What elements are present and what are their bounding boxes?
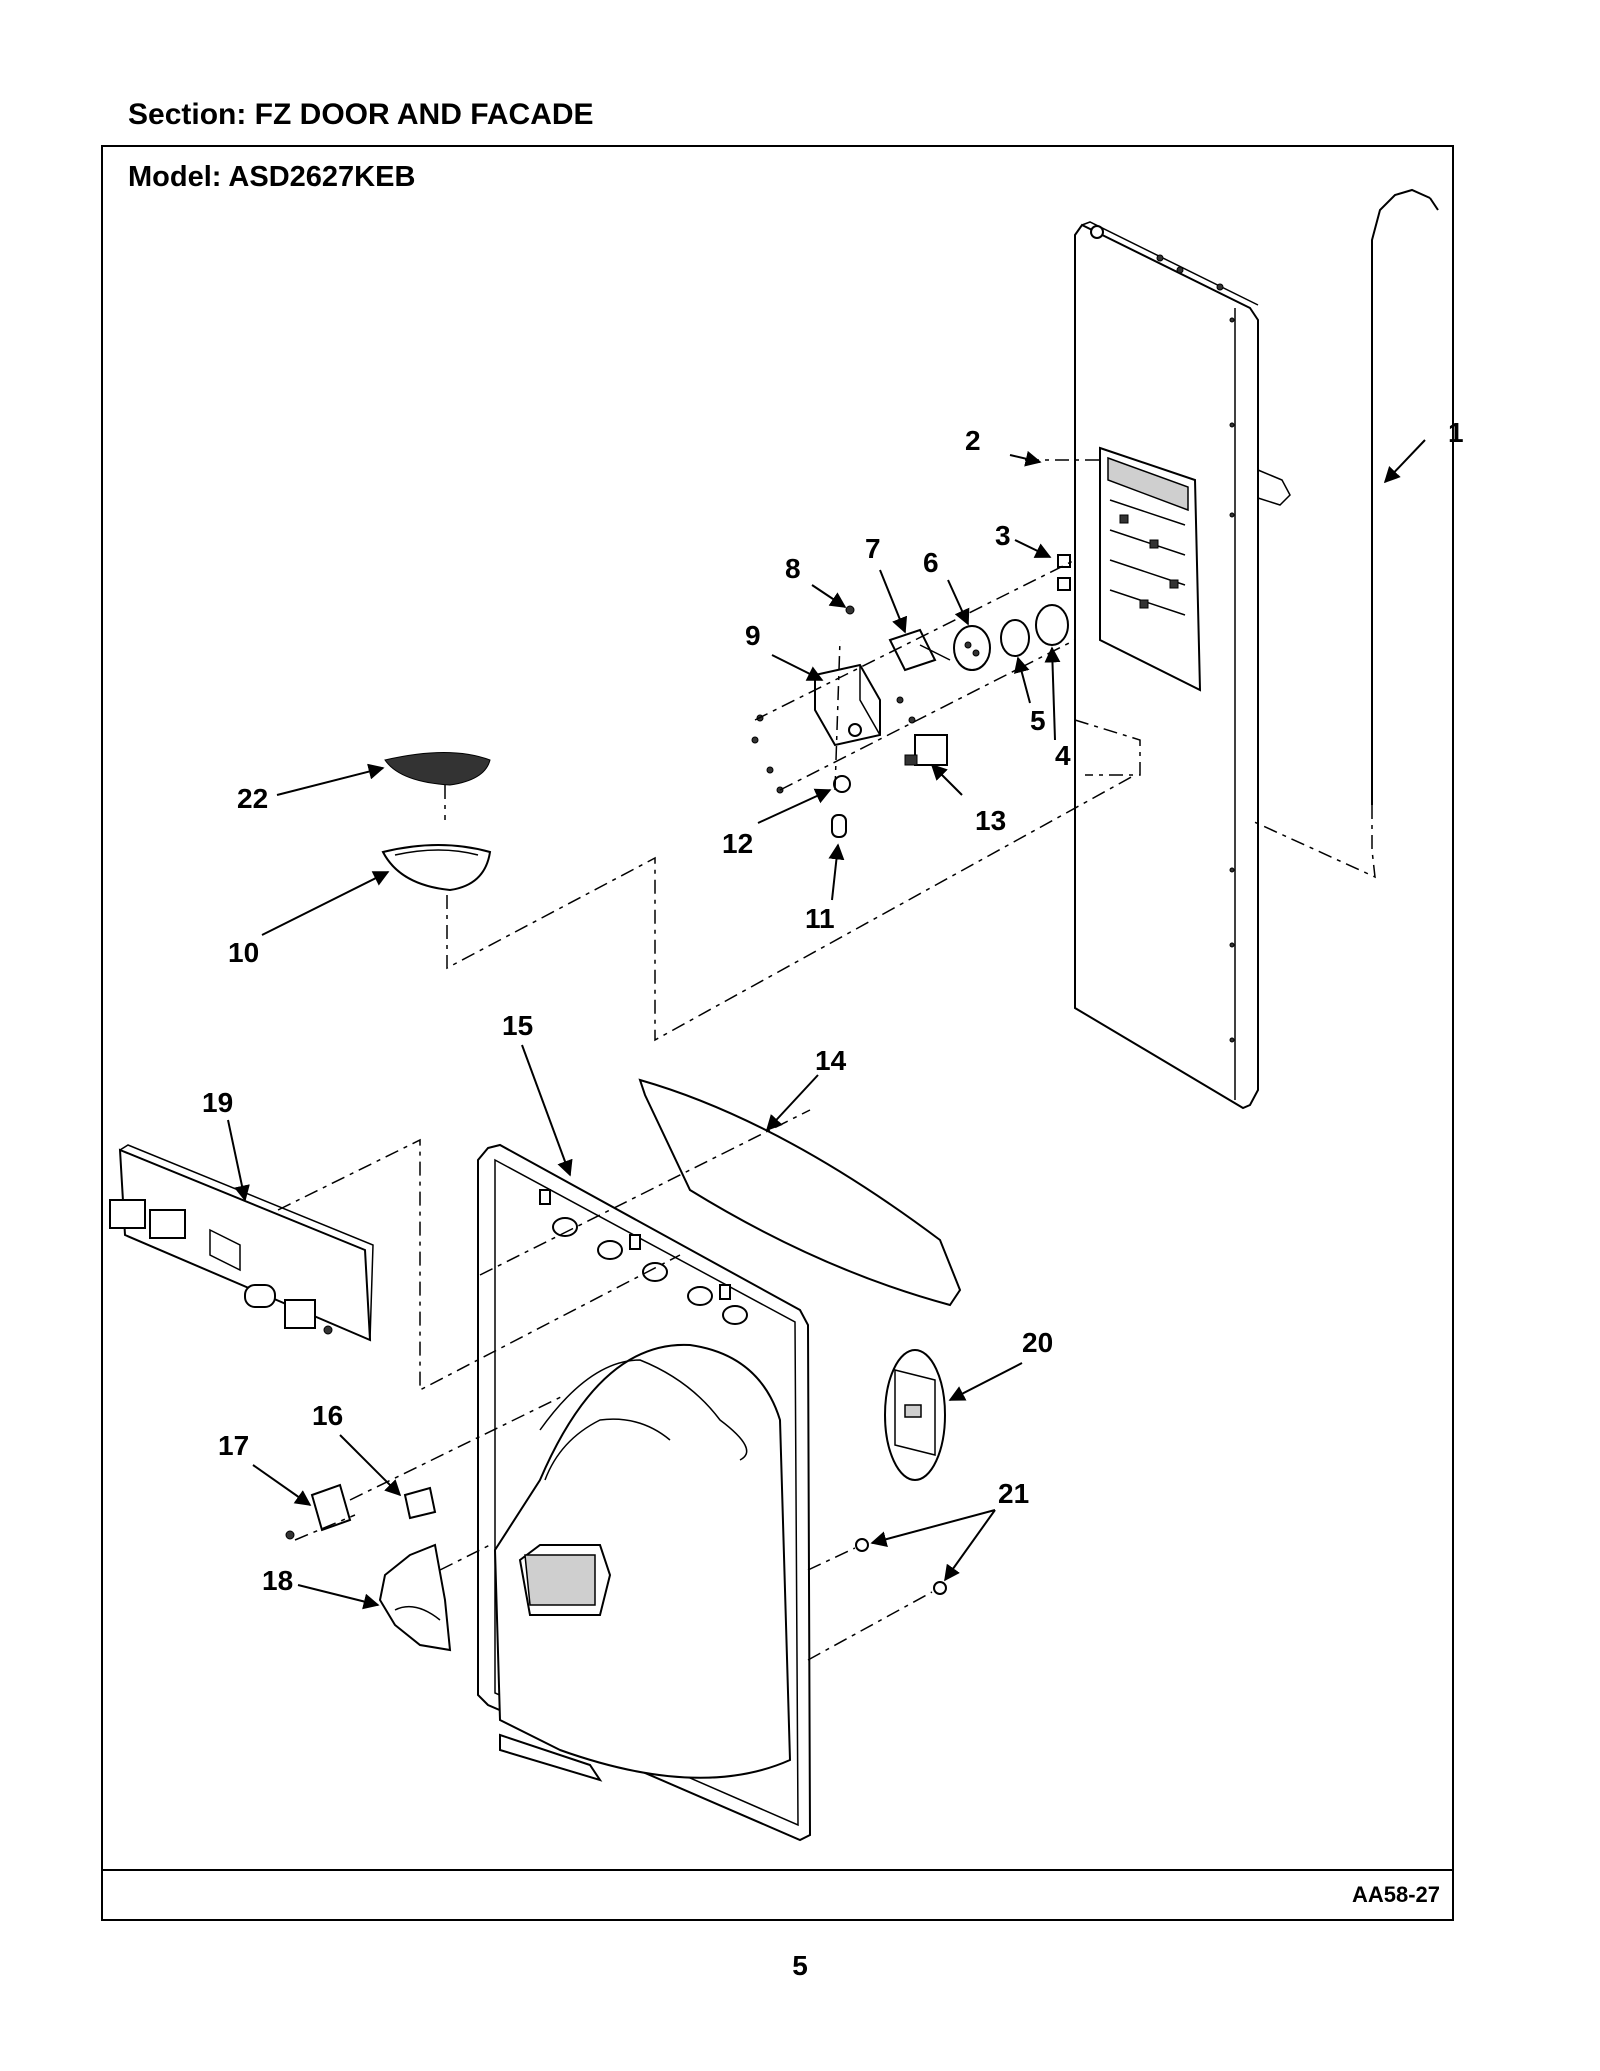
callout-17: 17: [218, 1430, 249, 1461]
callout-16: 16: [312, 1400, 343, 1431]
callout-1: 1: [1448, 417, 1464, 448]
callout-6: 6: [923, 547, 939, 578]
part-7-bracket: [888, 628, 951, 672]
part-5-lens: [1000, 619, 1030, 657]
page-number: 5: [792, 1950, 808, 1981]
part-14-panel: [638, 1078, 962, 1307]
door-panel: [1074, 221, 1291, 1110]
part-15-facade: [477, 1143, 812, 1842]
diagram-frame: [101, 145, 1454, 1921]
part-17-microswitch: [285, 1483, 352, 1540]
part-9-housing: [751, 663, 916, 794]
part-4-ring: [1035, 604, 1069, 646]
callout-12: 12: [722, 828, 753, 859]
callout-8: 8: [785, 553, 801, 584]
part-22-pad: [384, 752, 491, 786]
callout-22: 22: [237, 783, 268, 814]
callout-5: 5: [1030, 705, 1046, 736]
section-title: Section: FZ DOOR AND FACADE: [128, 98, 594, 131]
part-3-clips: [1057, 554, 1071, 591]
part-18-actuator: [378, 1543, 452, 1652]
callout-11: 11: [805, 903, 835, 934]
model-title: Model: ASD2627KEB: [128, 161, 416, 193]
part-21-screws: [855, 1538, 947, 1595]
callout-4: 4: [1055, 740, 1071, 771]
part-10-trim: [381, 844, 492, 892]
part-11-bulb: [831, 814, 847, 838]
callout-14: 14: [815, 1045, 847, 1076]
callout-2: 2: [965, 425, 981, 456]
callout-7: 7: [865, 533, 881, 564]
callout-15: 15: [502, 1010, 533, 1041]
footer-divider: [101, 1869, 1454, 1871]
part-8-screw: [845, 605, 855, 615]
callout-10: 10: [228, 937, 259, 968]
callout-13: 13: [975, 805, 1006, 836]
part-12-nut: [833, 775, 851, 793]
part-13-switch: [904, 734, 948, 766]
callout-18: 18: [262, 1565, 293, 1596]
part-19-control-board: [109, 1144, 374, 1342]
part-16-spring: [403, 1486, 437, 1520]
callout-9: 9: [745, 620, 761, 651]
part-6-disc: [953, 625, 991, 671]
callout-19: 19: [202, 1087, 233, 1118]
callout-3: 3: [995, 520, 1011, 551]
callout-20: 20: [1022, 1327, 1053, 1358]
part-1-harness-wire: [1249, 188, 1439, 879]
drawing-code: AA58-27: [1351, 1882, 1440, 1907]
callout-21: 21: [998, 1478, 1029, 1509]
part-20-knob-cover: [884, 1349, 946, 1481]
